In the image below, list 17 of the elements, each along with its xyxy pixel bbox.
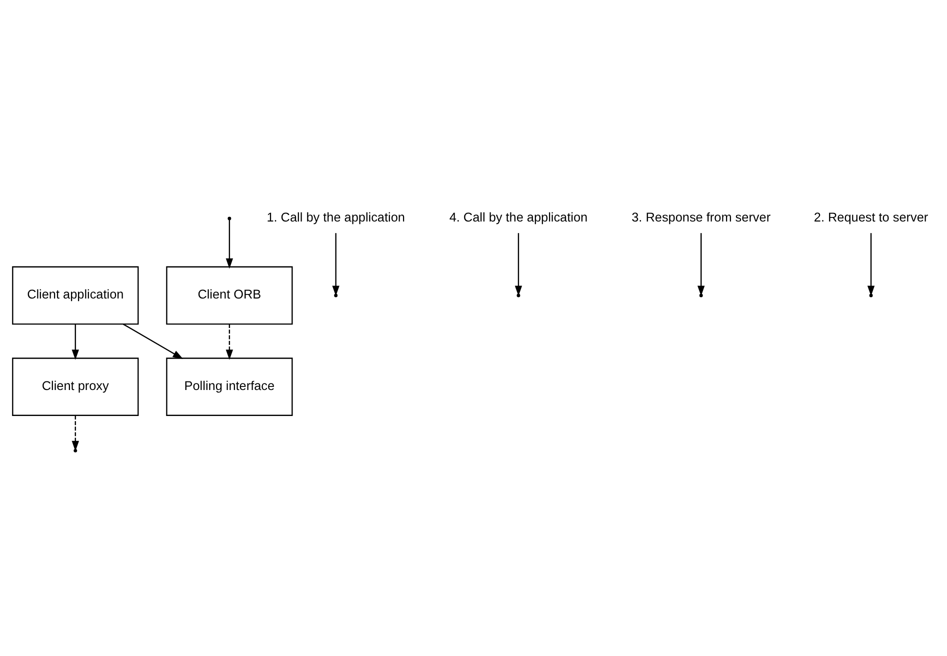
node-text: 4. Call by the application bbox=[448, 210, 588, 224]
arrow bbox=[225, 324, 233, 360]
arrow bbox=[696, 233, 704, 296]
arrow bbox=[514, 233, 522, 296]
node-box: Client application bbox=[12, 266, 138, 325]
arrow bbox=[332, 233, 339, 296]
node-box: Polling interface bbox=[166, 358, 292, 416]
arrow bbox=[122, 324, 183, 360]
arrow bbox=[866, 233, 874, 296]
node-box: Client ORB bbox=[166, 266, 292, 325]
arrow bbox=[225, 220, 233, 269]
node-text: 3. Response from server bbox=[631, 210, 770, 224]
node-text: 1. Call by the application bbox=[266, 210, 404, 224]
node-box: Client proxy bbox=[12, 358, 138, 416]
node-text: 2. Request to server bbox=[813, 210, 928, 224]
arrow bbox=[71, 324, 78, 360]
arrow bbox=[71, 415, 78, 452]
